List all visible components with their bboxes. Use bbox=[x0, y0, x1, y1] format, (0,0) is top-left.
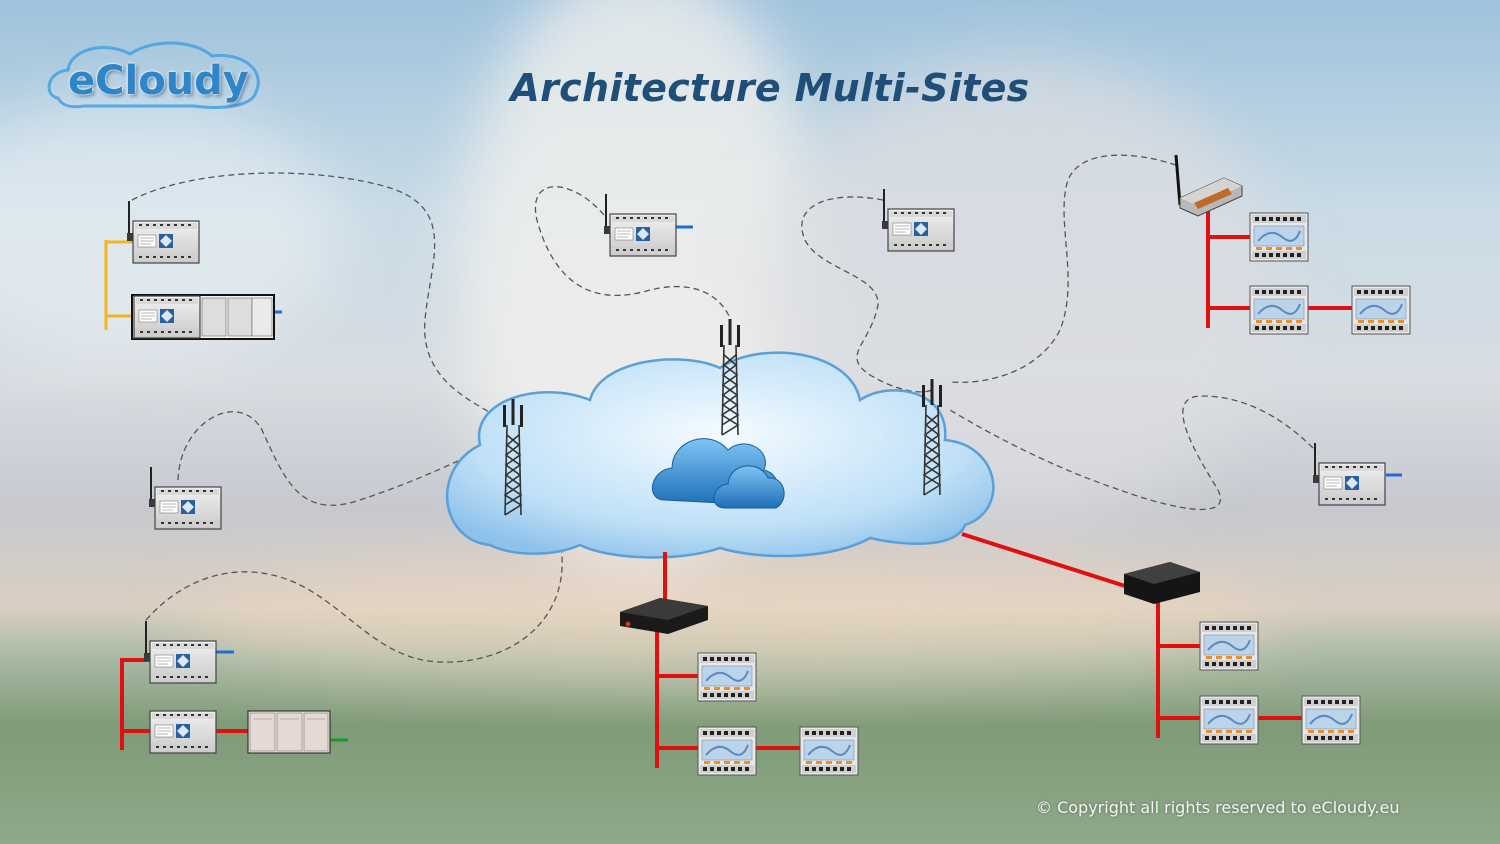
plc-module-icon bbox=[149, 467, 221, 529]
din-controller-icon bbox=[1249, 285, 1309, 335]
din-controller-icon bbox=[697, 652, 757, 702]
din-controller-icon bbox=[1199, 621, 1259, 671]
plc-stack-icon bbox=[132, 295, 274, 339]
serial-link bbox=[104, 240, 133, 330]
cloud-icon bbox=[651, 438, 785, 509]
din-controller-icon bbox=[697, 726, 757, 776]
plc-module-icon bbox=[127, 201, 199, 263]
plc-module-icon bbox=[149, 710, 217, 754]
plc-module-icon bbox=[144, 621, 216, 683]
copyright-notice: © Copyright all rights reserved to eClou… bbox=[1036, 798, 1400, 817]
din-controller-icon bbox=[1351, 285, 1411, 335]
io-module-icon bbox=[247, 710, 331, 754]
page-title: Architecture Multi-Sites bbox=[510, 66, 1030, 110]
wireless-link bbox=[131, 154, 1314, 663]
plc-module-icon bbox=[1313, 443, 1385, 505]
plc-module-icon bbox=[604, 194, 676, 256]
logo-cloud-icon bbox=[47, 41, 260, 109]
ecloudy-logo: eCloudy bbox=[44, 36, 268, 118]
din-controller-icon bbox=[1249, 212, 1309, 262]
gateway-box-icon bbox=[1124, 562, 1200, 604]
din-controller-icon bbox=[799, 726, 859, 776]
router-icon bbox=[1174, 154, 1243, 217]
ethernet-link bbox=[120, 210, 1352, 768]
plc-module-icon bbox=[882, 189, 954, 251]
gateway-box-icon bbox=[620, 598, 708, 634]
logo-text: eCloudy bbox=[68, 58, 249, 104]
din-controller-icon bbox=[1301, 695, 1361, 745]
din-controller-icon bbox=[1199, 695, 1259, 745]
